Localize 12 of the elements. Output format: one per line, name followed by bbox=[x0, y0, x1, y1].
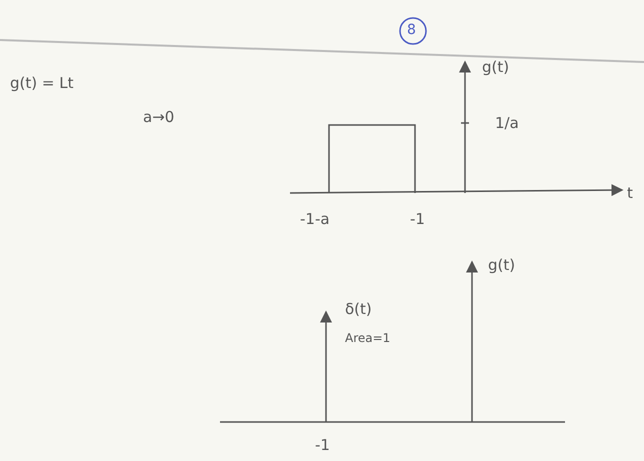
page-number: 8 bbox=[407, 23, 416, 37]
axis-label: t bbox=[627, 186, 633, 201]
impulse-label: δ(t) bbox=[345, 302, 372, 317]
tick-label: -1-a bbox=[300, 212, 330, 227]
tick-label: -1 bbox=[315, 438, 330, 453]
area-label: Area=1 bbox=[345, 332, 390, 344]
axis-label: g(t) bbox=[482, 60, 510, 75]
limit-text: a→0 bbox=[143, 110, 174, 125]
tick-label: -1 bbox=[410, 212, 425, 227]
axis-label: g(t) bbox=[488, 258, 516, 273]
equation-text: g(t) = Lt bbox=[10, 76, 74, 91]
amplitude-label: 1/a bbox=[495, 116, 519, 131]
